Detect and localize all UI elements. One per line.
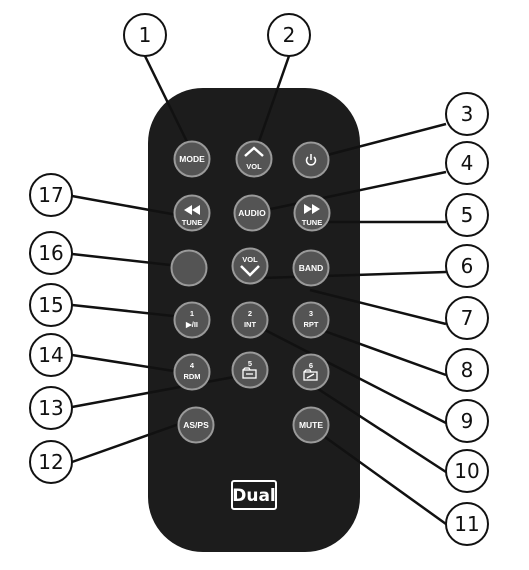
- leader-9: [264, 328, 447, 425]
- callout-10: 10: [445, 449, 489, 493]
- callout-3: 3: [445, 92, 489, 136]
- callout-9: 9: [445, 399, 489, 443]
- button-blank[interactable]: [170, 249, 208, 287]
- button-ffwd-tune[interactable]: TUNE: [293, 194, 331, 232]
- button-rewind-tune[interactable]: TUNE: [173, 194, 211, 232]
- callout-6-number: 6: [461, 254, 474, 278]
- leader-12: [71, 421, 183, 464]
- button-vol-down-label: VOL: [242, 255, 258, 264]
- leader-7: [309, 288, 447, 326]
- leader-16: [71, 252, 189, 269]
- button-power[interactable]: [292, 141, 330, 179]
- button-audio[interactable]: AUDIO: [233, 194, 271, 232]
- callout-13-number: 13: [38, 396, 63, 420]
- button-rewind-tune-label: TUNE: [182, 218, 202, 227]
- button-preset-3[interactable]: 3 RPT: [292, 301, 330, 339]
- button-preset-1-label: ▶/II: [185, 320, 198, 329]
- brand-logo-text: Dual: [232, 486, 276, 506]
- folder-up-icon: [303, 369, 318, 381]
- chevron-up-icon: [244, 146, 264, 157]
- rewind-icon: [184, 205, 200, 215]
- callout-11: 11: [445, 502, 489, 546]
- leader-13: [71, 372, 251, 409]
- callouts: 1 2 3 4 5 6 7 8: [29, 13, 489, 546]
- button-as-ps[interactable]: AS/PS: [177, 406, 215, 444]
- button-preset-4-number: 4: [190, 361, 195, 370]
- leader-2: [254, 55, 291, 151]
- brand-logo: Dual: [231, 480, 277, 510]
- button-preset-6-number: 6: [309, 361, 313, 370]
- button-preset-6[interactable]: 6: [292, 353, 330, 391]
- callout-2-number: 2: [283, 23, 296, 47]
- button-vol-up-label: VOL: [246, 162, 262, 171]
- callout-6: 6: [445, 244, 489, 288]
- callout-10-number: 10: [454, 459, 479, 483]
- button-preset-2-number: 2: [248, 309, 252, 318]
- button-preset-2[interactable]: 2 INT: [231, 301, 269, 339]
- callout-15: 15: [29, 283, 73, 327]
- button-preset-5-number: 5: [248, 359, 252, 368]
- button-preset-2-label: INT: [244, 320, 257, 329]
- button-preset-4[interactable]: 4 RDM: [173, 353, 211, 391]
- leader-10: [311, 383, 447, 474]
- button-as-ps-label: AS/PS: [183, 420, 209, 430]
- button-preset-1[interactable]: 1 ▶/II: [173, 301, 211, 339]
- callout-5: 5: [445, 193, 489, 237]
- callout-16: 16: [29, 231, 73, 275]
- button-ffwd-tune-label: TUNE: [302, 218, 322, 227]
- callout-4-number: 4: [461, 151, 474, 175]
- callout-14-number: 14: [38, 343, 63, 367]
- callout-2: 2: [267, 13, 311, 57]
- button-vol-down[interactable]: VOL: [231, 247, 269, 285]
- leader-8: [315, 326, 447, 377]
- power-icon: [305, 154, 317, 166]
- button-preset-5[interactable]: 5: [231, 351, 269, 389]
- button-band-label: BAND: [299, 263, 324, 273]
- callout-9-number: 9: [461, 409, 474, 433]
- button-mode[interactable]: MODE: [173, 140, 211, 178]
- button-audio-label: AUDIO: [238, 208, 266, 218]
- callout-3-number: 3: [461, 102, 474, 126]
- callout-11-number: 11: [454, 512, 479, 536]
- leader-14: [71, 353, 181, 374]
- fast-forward-icon: [304, 204, 320, 214]
- button-preset-4-label: RDM: [183, 372, 200, 381]
- leader-1: [143, 55, 194, 153]
- button-mute-label: MUTE: [299, 420, 323, 430]
- leader-4: [251, 170, 447, 215]
- leader-15: [71, 303, 193, 320]
- leader-lines: [71, 55, 447, 526]
- callout-12-number: 12: [38, 450, 63, 474]
- callout-8-number: 8: [461, 358, 474, 382]
- folder-down-icon: [242, 367, 257, 379]
- callout-13: 13: [29, 386, 73, 430]
- leader-3: [307, 122, 447, 162]
- button-preset-3-label: RPT: [304, 320, 319, 329]
- button-preset-1-number: 1: [190, 309, 194, 318]
- chevron-down-icon: [240, 265, 260, 277]
- callout-7-number: 7: [461, 306, 474, 330]
- callout-17: 17: [29, 173, 73, 217]
- callout-14: 14: [29, 333, 73, 377]
- button-preset-3-number: 3: [309, 309, 313, 318]
- callout-15-number: 15: [38, 293, 63, 317]
- button-vol-up[interactable]: VOL: [235, 140, 273, 178]
- callout-5-number: 5: [461, 203, 474, 227]
- callout-17-number: 17: [38, 183, 63, 207]
- leader-6: [261, 270, 447, 280]
- callout-1-number: 1: [139, 23, 152, 47]
- callout-12: 12: [29, 440, 73, 484]
- button-band[interactable]: BAND: [292, 249, 330, 287]
- callout-4: 4: [445, 141, 489, 185]
- callout-1: 1: [123, 13, 167, 57]
- callout-7: 7: [445, 296, 489, 340]
- callout-8: 8: [445, 348, 489, 392]
- leader-11: [317, 430, 447, 526]
- button-mute[interactable]: MUTE: [292, 406, 330, 444]
- callout-16-number: 16: [38, 241, 63, 265]
- button-mode-label: MODE: [179, 154, 205, 164]
